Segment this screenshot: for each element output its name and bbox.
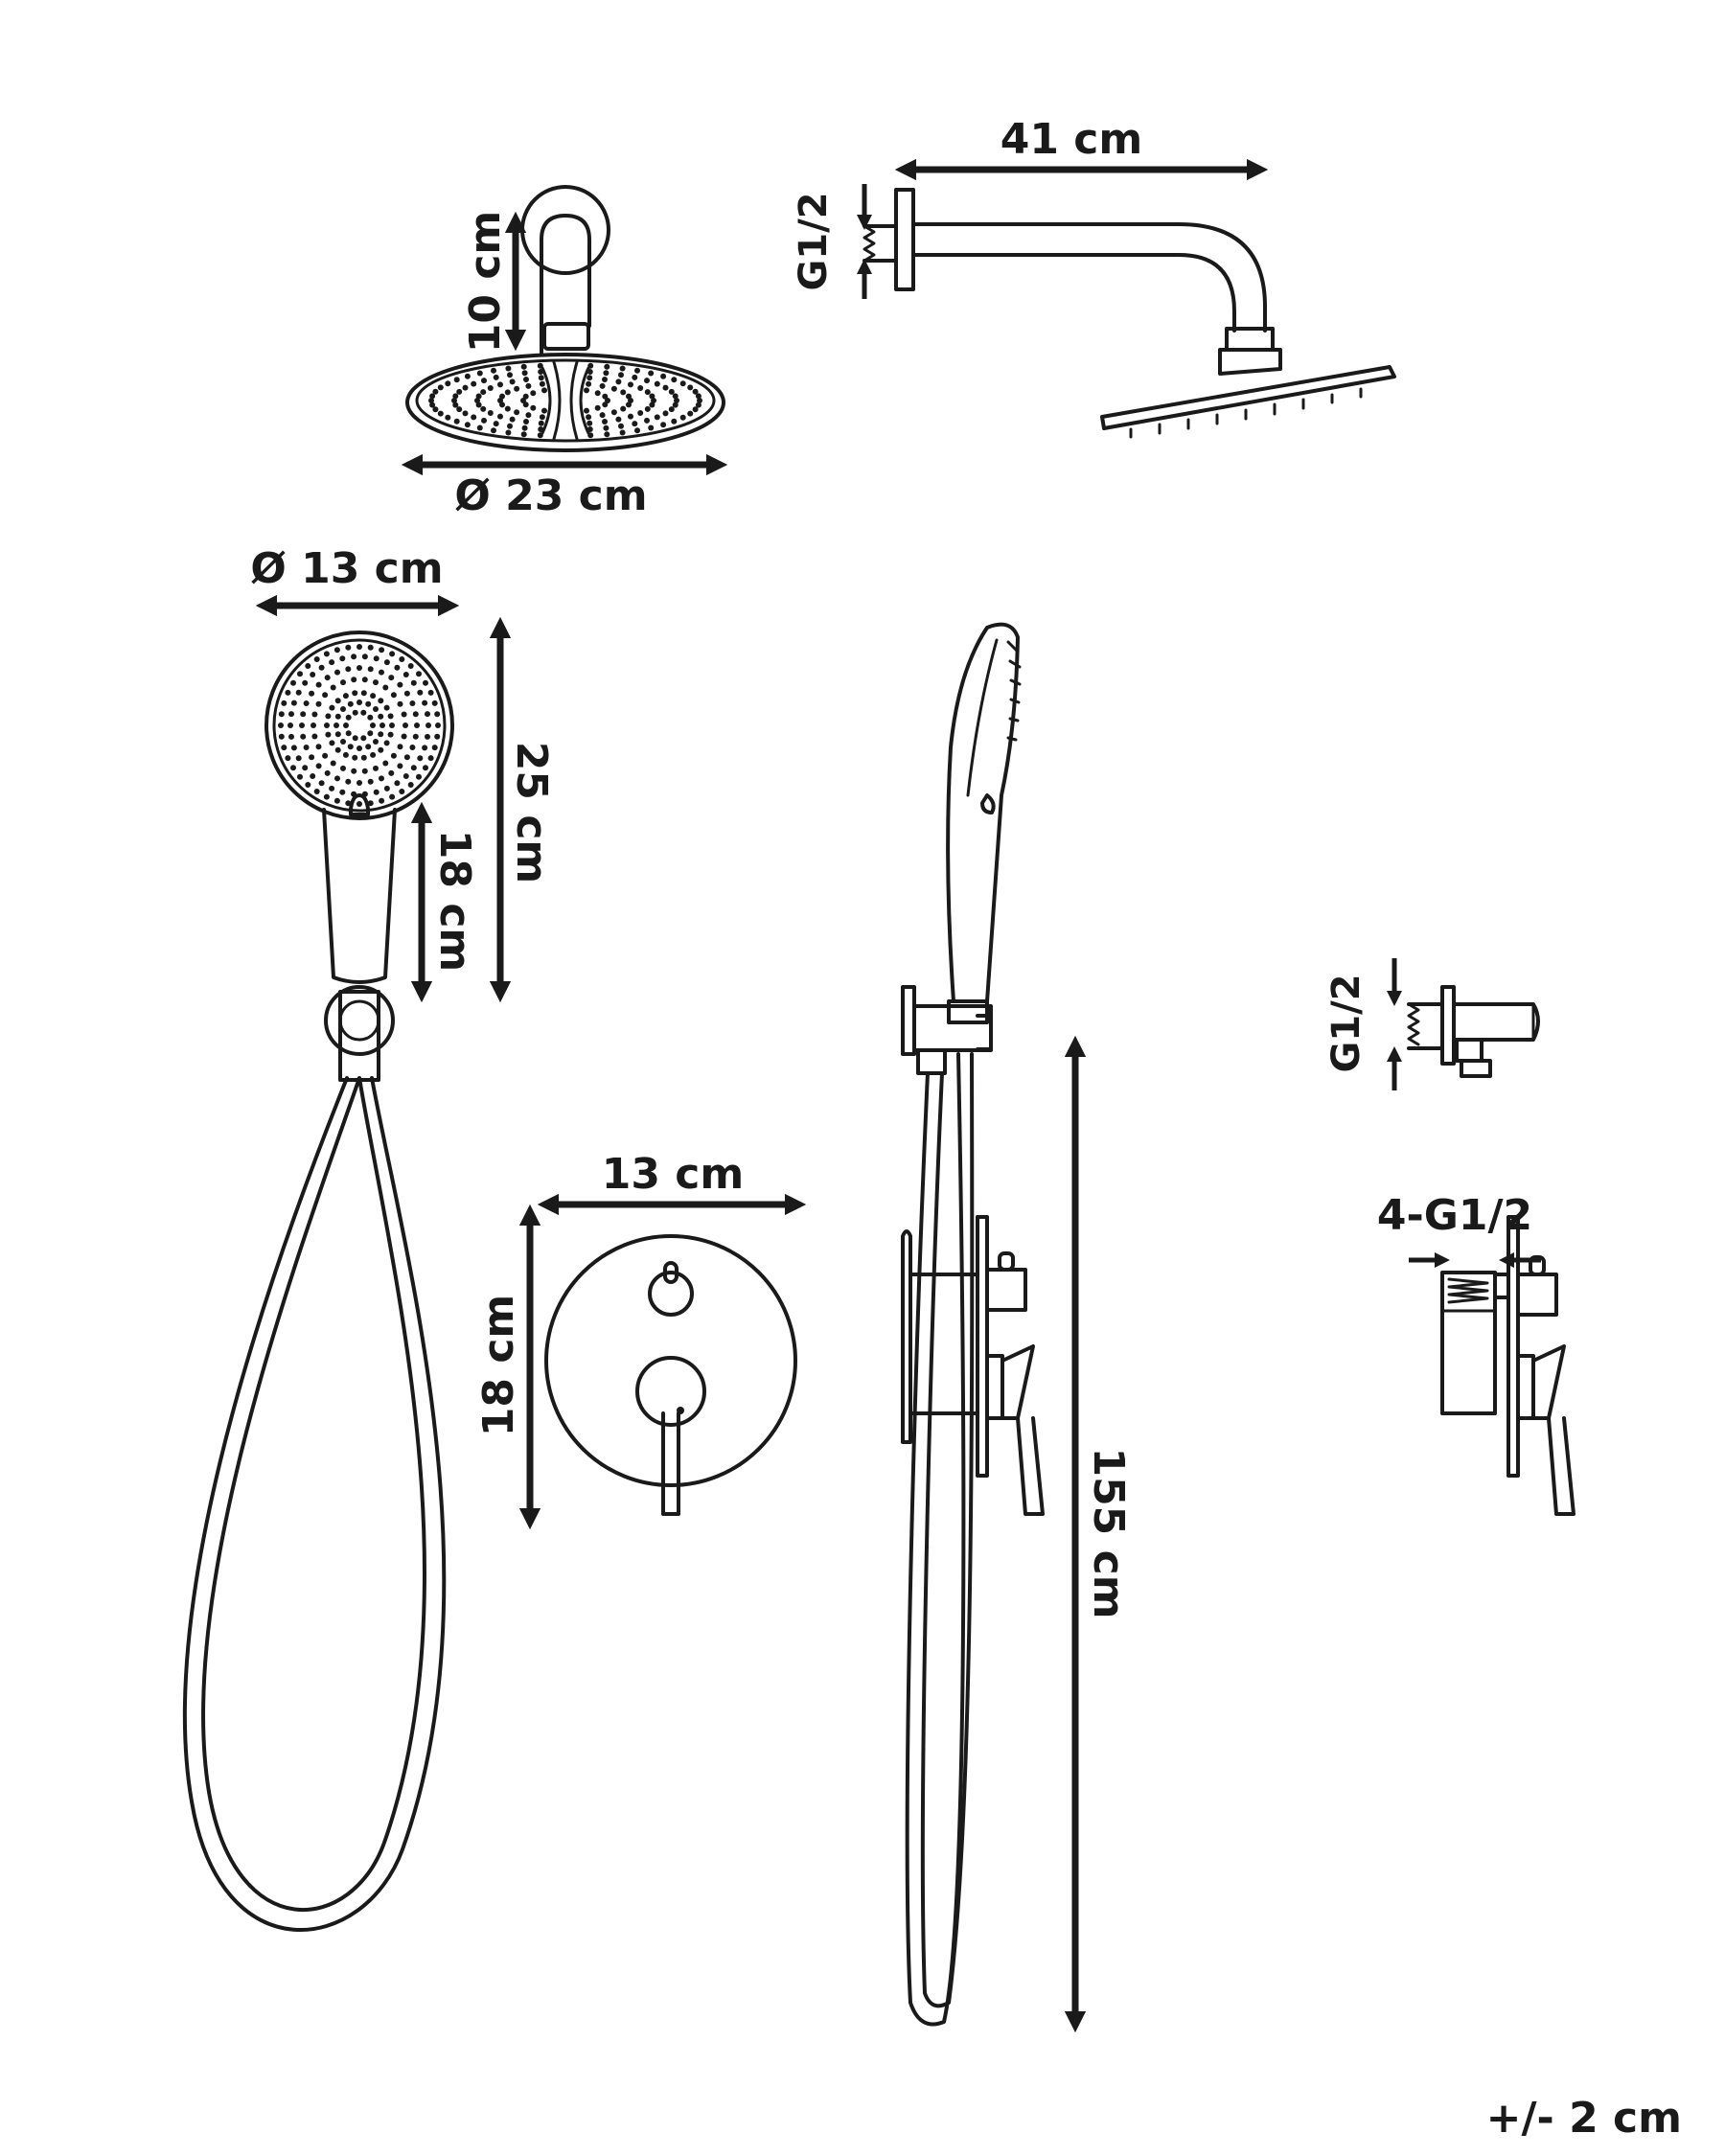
rain-head-front-view <box>405 185 725 452</box>
hand-total-length-label: 25 cm <box>507 742 556 883</box>
tolerance-label: +/- 2 cm <box>1486 2094 1682 2143</box>
valve-body-detail <box>1440 1215 1576 1516</box>
arm-length-label: 41 cm <box>1000 115 1142 164</box>
hose-length-label: 155 cm <box>1084 1447 1133 1618</box>
valve-threads-label: 4-G1/2 <box>1377 1191 1532 1240</box>
hand-shower-front-view <box>183 631 454 1932</box>
valve-height-label: 18 cm <box>474 1295 523 1436</box>
mixer-valve-front-view <box>544 1234 797 1516</box>
valve-width-label: 13 cm <box>602 1150 744 1199</box>
rain-head-diameter-label: Ø 23 cm <box>454 471 647 520</box>
hand-head-diameter-label: Ø 13 cm <box>250 544 443 593</box>
holder-thread-label: G1/2 <box>1324 974 1368 1072</box>
arm-thread-label: G1/2 <box>792 192 836 290</box>
rain-head-height-label: 10 cm <box>461 211 510 353</box>
hand-handle-length-label: 18 cm <box>430 830 479 972</box>
hand-shower-nozzles <box>278 644 441 807</box>
shower-arm-side-view <box>862 188 1396 439</box>
hand-shower-side-view <box>901 622 1045 2027</box>
wall-holder-detail <box>1407 985 1540 1078</box>
rain-head-nozzles <box>428 360 702 441</box>
